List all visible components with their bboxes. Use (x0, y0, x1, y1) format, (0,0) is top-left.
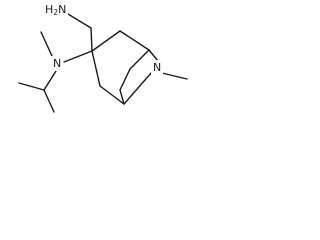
nh2-subscript: 2 (53, 8, 58, 17)
bond-c3-ch2 (90, 27, 93, 52)
bond-c3-namine (63, 50, 93, 63)
bond-isopropyl-ch3-left (18, 82, 45, 91)
tertiary-amine-n-label: N (51, 56, 63, 71)
ring-bridge-n: N (153, 61, 161, 74)
atom-label-layer: H2N N N (44, 2, 163, 75)
bond-c2-c1 (119, 30, 150, 51)
bond-namine-methyl (40, 31, 53, 57)
nh2-nitrogen: N (58, 3, 66, 16)
bond-c1-c7 (129, 49, 150, 70)
aminomethyl-nh2-label: H2N (44, 2, 68, 17)
ring-bridge-n-label: N (151, 60, 163, 75)
bond-nbridge-methyl (161, 72, 188, 80)
nh2-hydrogen: H (45, 3, 53, 16)
bond-c5-nbridge (123, 71, 153, 105)
molecular-structure: H2N N N (18, 2, 188, 113)
bond-c4-c5 (99, 85, 125, 105)
bond-c3-c4 (91, 50, 101, 87)
bond-ch2-nh2 (67, 13, 92, 29)
bond-namine-isopropyl-ch (43, 70, 57, 91)
svg-text:H2N: H2N (45, 3, 66, 17)
bond-isopropyl-ch3-right (43, 89, 55, 113)
tertiary-amine-n: N (53, 57, 61, 70)
bond-c3-c2 (91, 30, 121, 52)
bond-c6-c5 (119, 89, 125, 105)
bond-c1-nbridge (148, 49, 159, 62)
bond-layer (18, 13, 188, 113)
bond-c7-c6 (119, 68, 131, 91)
